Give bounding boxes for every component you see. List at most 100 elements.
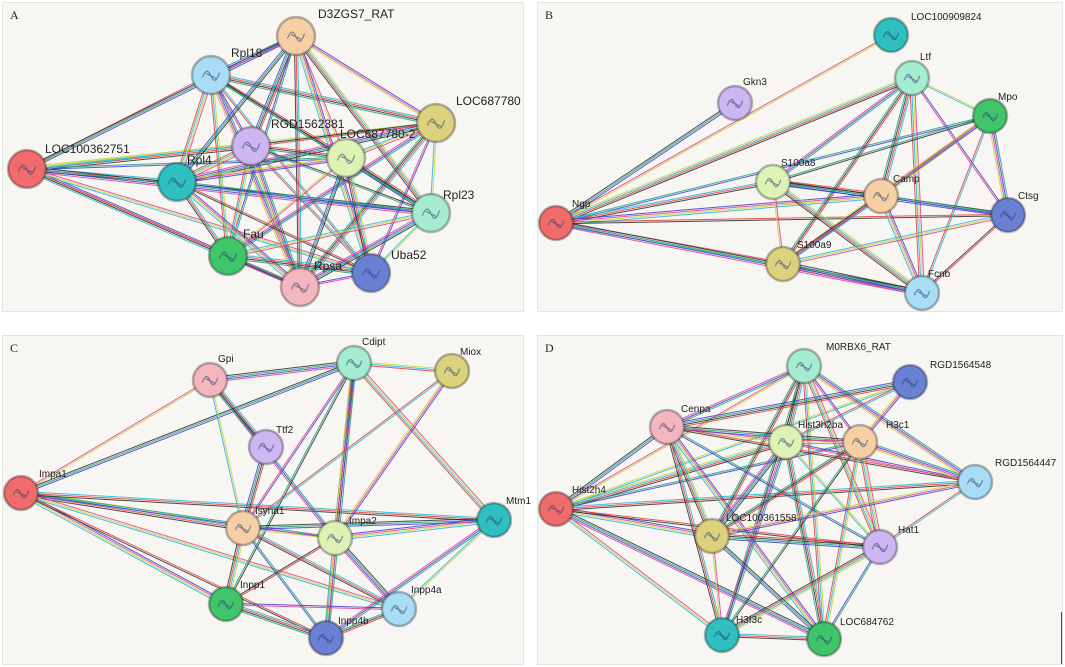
node-S100a9[interactable]: S100a9 (764, 240, 832, 283)
node-Miox[interactable]: Miox (433, 347, 481, 390)
node-H3c1[interactable]: H3c1 (841, 420, 910, 461)
node-Ngp[interactable]: Ngp (537, 199, 591, 242)
node-Fcnb[interactable]: Fcnb (903, 269, 951, 312)
edge-Isyna1-Inpp4b (241, 527, 328, 639)
node-Rpl4[interactable]: Rpl4 (156, 153, 212, 203)
edge-Hat1-LOC684762 (822, 546, 882, 640)
edge-Camp-S100a9 (781, 194, 883, 266)
edge-RGD1564548-Hist3h2ba (785, 380, 911, 444)
node-Ltf[interactable]: Ltf (893, 52, 931, 97)
panel-letter: D (545, 341, 554, 355)
node-LOC100361558[interactable]: LOC100361558 (693, 513, 797, 555)
node-label: RGD1564548 (930, 360, 992, 371)
node-LOC687780[interactable]: LOC687780 (415, 94, 521, 144)
node-Hist3h2ba[interactable]: Hist3h2ba (767, 420, 843, 461)
node-label: H3f3c (736, 615, 762, 626)
edge-Cenpa-H3c1 (666, 424, 861, 445)
node-Mpo[interactable]: Mpo (971, 92, 1018, 135)
node-label: Gkn3 (743, 77, 767, 88)
node-Uba52[interactable]: Uba52 (350, 248, 427, 294)
node-label: LOC687780 (456, 94, 521, 108)
protein-structure-icon (901, 377, 919, 388)
node-D3ZGS7_RAT[interactable]: D3ZGS7_RAT (275, 7, 395, 57)
edge-Cdipt-Isyna1 (241, 362, 356, 529)
edge-Cenpa-LOC684762 (664, 425, 827, 641)
node-Camp[interactable]: Camp (862, 174, 920, 215)
node-LOC684762[interactable]: LOC684762 (805, 617, 894, 658)
node-label: Ngp (572, 199, 591, 210)
node-Gpi[interactable]: Gpi (191, 354, 234, 399)
node-LOC687780-2[interactable]: LOC687780-2 (325, 127, 416, 179)
edge-Cenpa-RGD1564447 (666, 425, 976, 484)
edge-LOC100361558-Hat1 (711, 533, 881, 550)
node-Rpsa[interactable]: Rpsa (279, 259, 342, 308)
node-Cenpa[interactable]: Cenpa (648, 404, 711, 446)
protein-structure-icon (703, 531, 721, 542)
edge-Mtm1-Inpp4a (398, 519, 495, 610)
edge-Impa1-Gpi (20, 378, 211, 495)
edge-S100a8-Fcnb (771, 179, 924, 296)
panel-letter: C (10, 341, 19, 355)
protein-structure-icon (764, 177, 782, 188)
node-Ctsg[interactable]: Ctsg (989, 191, 1039, 234)
node-Rpl18[interactable]: Rpl18 (190, 46, 263, 96)
edge-Inpp1-Inpp4b (225, 601, 327, 641)
node-Rpl23[interactable]: Rpl23 (410, 188, 475, 234)
edge-Rpl4-Rpsa (175, 179, 302, 290)
node-label: Isyna1 (255, 506, 285, 517)
node-label: H3c1 (886, 420, 910, 431)
edge-M0RBX6_RAT-Cenpa (666, 364, 805, 429)
edge-Hist3h2ba-Hat1 (785, 441, 881, 548)
node-Impa1[interactable]: Impa1 (2, 469, 67, 512)
edge-Ctsg-S100a9 (782, 212, 1009, 267)
node-Hat1[interactable]: Hat1 (861, 525, 920, 566)
node-label: Ltf (920, 52, 931, 63)
node-H3f3c[interactable]: H3f3c (703, 615, 762, 654)
protein-structure-icon (815, 634, 833, 645)
edge-Mpo-S100a8 (772, 114, 991, 184)
edge-Ngp-LOC100909824 (555, 33, 892, 225)
node-Hist2h4[interactable]: Hist2h4 (537, 485, 606, 528)
node-label: Hat1 (898, 525, 920, 536)
node-RGD1562381[interactable]: RGD1562381 (230, 117, 345, 167)
node-LOC100362751[interactable]: LOC100362751 (6, 142, 130, 190)
edge-Hist3h2ba-LOC100361558 (709, 440, 789, 538)
node-Cdipt[interactable]: Cdipt (335, 337, 386, 382)
node-LOC100909824[interactable]: LOC100909824 (872, 12, 982, 54)
edge-RGD1564447-LOC100361558 (711, 479, 976, 539)
node-Fau[interactable]: Fau (207, 227, 264, 277)
protein-structure-icon (390, 604, 408, 615)
node-label: M0RBX6_RAT (826, 342, 891, 353)
node-label: S100a8 (781, 158, 816, 169)
node-Gkn3[interactable]: Gkn3 (716, 77, 767, 122)
node-M0RBX6_RAT[interactable]: M0RBX6_RAT (785, 342, 891, 385)
protein-structure-icon (286, 31, 306, 42)
edge-H3c1-LOC684762 (821, 441, 863, 640)
protein-structure-icon (326, 533, 344, 544)
node-S100a8[interactable]: S100a8 (754, 158, 816, 201)
edge-Rpl18-Rpsa (208, 73, 303, 289)
node-label: Cenpa (681, 404, 711, 415)
edge-Miox-Isyna1 (242, 369, 453, 530)
node-Isyna1[interactable]: Isyna1 (224, 506, 285, 547)
node-label: Ctsg (1018, 191, 1039, 202)
node-label: Ttf2 (276, 425, 294, 436)
node-Mtm1[interactable]: Mtm1 (475, 496, 531, 539)
node-Impa2[interactable]: Impa2 (316, 516, 377, 557)
node-Inpp1[interactable]: Inpp1 (207, 580, 265, 623)
protein-structure-icon (981, 111, 999, 122)
node-RGD1564447[interactable]: RGD1564447 (956, 458, 1057, 501)
node-Ttf2[interactable]: Ttf2 (247, 425, 294, 466)
node-RGD1564548[interactable]: RGD1564548 (891, 360, 992, 401)
protein-structure-icon (17, 164, 37, 175)
edge-RGD1562381-Rpl23 (250, 144, 432, 215)
edge-Hat1-H3f3c (720, 544, 882, 638)
node-Inpp4a[interactable]: Inpp4a (380, 585, 442, 628)
node-Inpp4b[interactable]: Inpp4b (307, 616, 369, 657)
node-label: LOC100362751 (45, 142, 130, 156)
protein-structure-icon (290, 282, 310, 293)
